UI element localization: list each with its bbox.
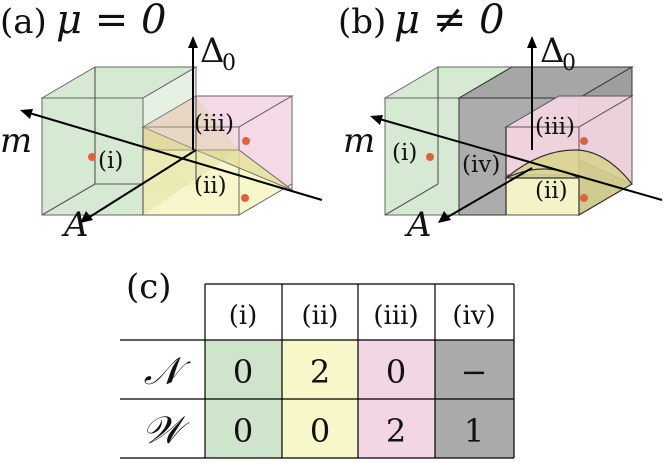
column-header-i: (i) <box>229 301 258 331</box>
region-iii-label-b: (iii) <box>535 114 575 140</box>
cell-W-iv: 1 <box>464 412 484 450</box>
column-header-ii: (ii) <box>302 301 339 331</box>
panel-a-condition: μ = 0 <box>56 0 166 43</box>
green-hidden-edge-b2 <box>384 183 439 216</box>
region-ii-dot-b <box>580 194 588 202</box>
region-i-label: (i) <box>98 148 123 174</box>
cell-W-ii: 0 <box>310 412 330 450</box>
delta-axis-label-b: Δ <box>540 31 565 71</box>
panel-a-label: (a) <box>0 2 47 42</box>
delta-axis-label: Δ <box>200 31 225 71</box>
A-axis-b <box>445 167 533 219</box>
m-axis-label-b: m <box>343 121 375 161</box>
panel-c: (c) (i) (ii) (iii) (iv) 𝒩 𝒲 0 2 0 − 0 0 … <box>120 267 515 459</box>
A-axis-label: A <box>61 205 89 245</box>
transition-plane <box>143 96 239 215</box>
cell-W-iii: 2 <box>386 412 406 450</box>
panel-b-condition: μ ≠ 0 <box>394 0 504 43</box>
row-name-N: 𝒩 <box>144 349 192 393</box>
region-iii-dot-b <box>580 137 588 145</box>
panel-b-label: (b) <box>338 2 386 42</box>
region-ii-label-b: (ii) <box>535 178 568 204</box>
panel-c-label: (c) <box>126 267 172 307</box>
m-axis-arrowhead <box>20 109 33 119</box>
region-iii-label: (iii) <box>194 111 234 137</box>
A-axis-label-b: A <box>404 205 432 245</box>
row-name-W: 𝒲 <box>142 408 190 452</box>
region-i-dot-b <box>426 153 434 161</box>
delta-axis-arrowhead-b <box>527 36 537 48</box>
column-header-iii: (iii) <box>373 301 418 331</box>
cell-N-ii: 2 <box>310 353 330 391</box>
region-ii-label: (ii) <box>194 173 227 199</box>
region-iv-label-b: (iv) <box>462 152 500 178</box>
A-axis-arrowhead <box>80 211 93 223</box>
m-axis-label: m <box>0 121 32 161</box>
region-ii-dot <box>241 194 249 202</box>
delta-axis-arrowhead <box>188 36 198 48</box>
column-header-iv: (iv) <box>452 301 495 331</box>
A-axis-arrowhead-b <box>438 211 451 223</box>
cell-N-iv: − <box>461 353 488 391</box>
A-axis <box>87 149 197 219</box>
panel-b: (b) μ ≠ 0 Δ 0 m A (i) (iv <box>338 0 663 245</box>
region-i-label-b: (i) <box>392 140 417 166</box>
m-axis-arrowhead-b <box>370 115 383 125</box>
delta-axis-subscript: 0 <box>222 51 236 76</box>
region-i-dot <box>88 153 96 161</box>
cell-N-iii: 0 <box>386 353 406 391</box>
delta-axis-subscript-b: 0 <box>562 51 576 76</box>
cell-W-i: 0 <box>233 412 253 450</box>
m-axis <box>25 111 323 201</box>
green-hidden-edge-2 <box>41 183 96 216</box>
m-axis-b <box>375 117 663 201</box>
region-iii-dot <box>242 137 250 145</box>
panel-a: (a) μ = 0 Δ 0 m A (i) <box>0 0 323 245</box>
cell-N-i: 0 <box>233 353 253 391</box>
